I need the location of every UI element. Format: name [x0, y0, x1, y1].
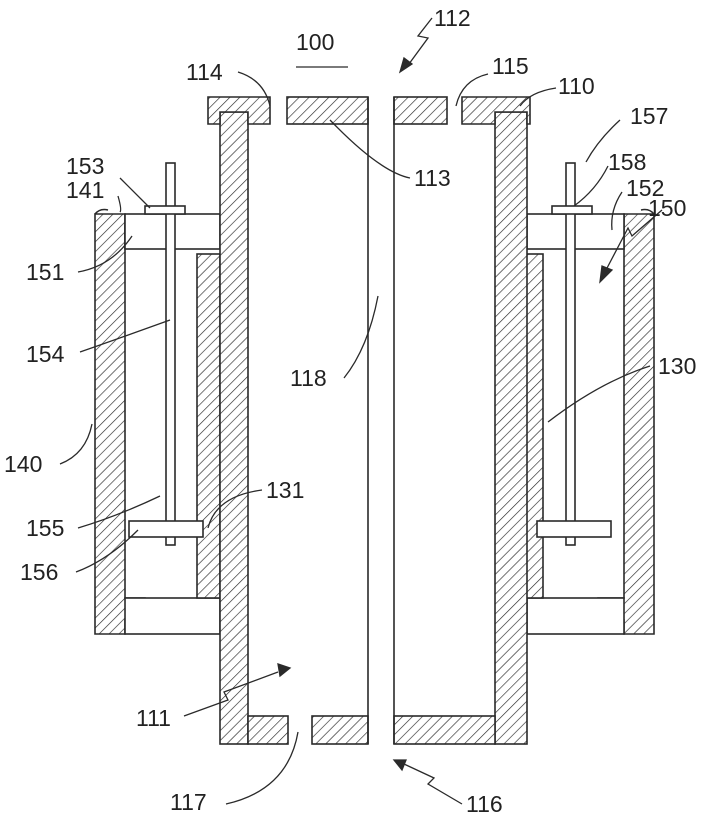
- label-141: 141: [66, 177, 104, 203]
- inner-cylinder-bottom-right: [394, 716, 495, 744]
- label-113: 113: [414, 165, 451, 191]
- arrow-116: [404, 764, 462, 804]
- label-157: 157: [630, 103, 668, 129]
- arrow-112: [406, 18, 432, 68]
- cover-plate-mid-right: [394, 97, 447, 124]
- label-100: 100: [296, 29, 334, 55]
- label-117: 117: [170, 789, 207, 815]
- leader-113: [330, 120, 410, 178]
- arrowhead-116: [394, 760, 406, 770]
- inner-cylinder-left-wall: [220, 112, 248, 744]
- leader-141: [118, 196, 121, 212]
- label-158: 158: [608, 149, 646, 175]
- outer-housing-right: [598, 214, 654, 634]
- leader-153: [120, 178, 150, 208]
- rod-left: [166, 163, 175, 545]
- label-153: 153: [66, 153, 104, 179]
- label-155: 155: [26, 515, 64, 541]
- bottom-ring-left: [125, 598, 220, 634]
- label-116: 116: [466, 791, 503, 817]
- label-156: 156: [20, 559, 58, 585]
- label-130: 130: [658, 353, 696, 379]
- label-112: 112: [434, 5, 471, 31]
- sleeve-left: [197, 254, 220, 598]
- bottom-ring-right: [527, 598, 624, 634]
- label-154: 154: [26, 341, 65, 367]
- label-131: 131: [266, 477, 304, 503]
- rod-right: [566, 163, 575, 545]
- leader-158: [574, 166, 608, 206]
- label-150: 150: [648, 195, 686, 221]
- leader-140: [60, 424, 92, 464]
- label-151: 151: [26, 259, 64, 285]
- label-140: 140: [4, 451, 42, 477]
- label-115: 115: [492, 53, 529, 79]
- label-114: 114: [186, 59, 223, 85]
- inner-cylinder-bottom-mid: [312, 716, 368, 744]
- nut-left: [145, 206, 185, 214]
- cover-plate-mid-left: [287, 97, 368, 124]
- arrowhead-150: [600, 266, 612, 282]
- inner-cylinder-bottom-left: [248, 716, 288, 744]
- plate-left: [129, 521, 203, 537]
- label-111: 111: [136, 705, 171, 731]
- label-110: 110: [558, 73, 595, 99]
- outer-housing-left: [95, 214, 145, 634]
- plate-right: [537, 521, 611, 537]
- label-118: 118: [290, 365, 327, 391]
- arrowhead-111: [278, 664, 290, 676]
- nut-right: [552, 206, 592, 214]
- arrowhead-112: [400, 58, 412, 72]
- leader-118: [344, 296, 378, 378]
- inner-cylinder-right-wall: [495, 112, 527, 744]
